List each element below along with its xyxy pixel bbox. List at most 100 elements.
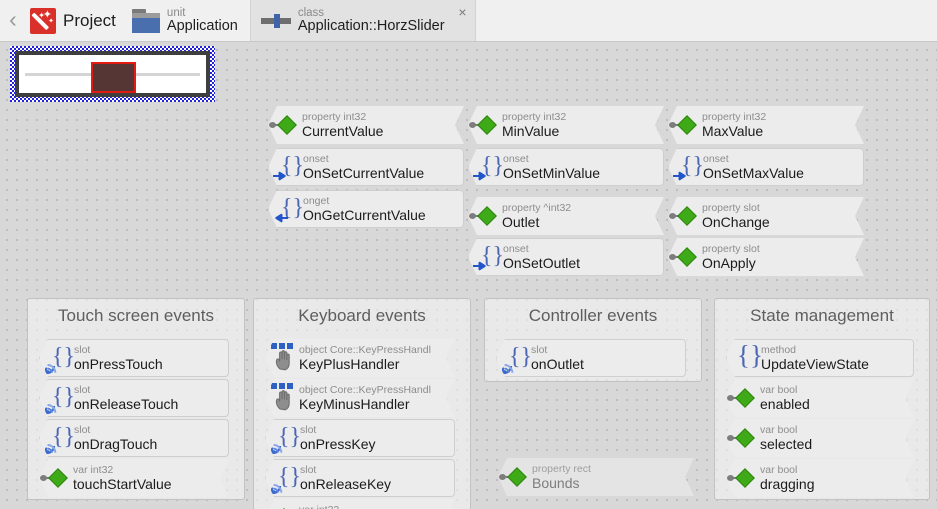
- braces-icon: {}: [281, 153, 305, 179]
- braces-icon: {}: [278, 424, 302, 450]
- node-kind: var int32: [299, 505, 385, 509]
- node-labels: var int32keyStartValue: [299, 505, 399, 509]
- braces-icon: {}: [52, 344, 76, 370]
- green-diamond-icon: [735, 468, 755, 488]
- node-kind: object Core::KeyPressHandl: [299, 345, 431, 356]
- magic-wand-icon: ✦✦✦: [30, 7, 56, 34]
- connector-plug-icon: [727, 475, 734, 481]
- node-icon: [468, 197, 502, 235]
- node-kind: slot: [300, 465, 317, 476]
- node-name: OnSetMaxValue: [703, 164, 804, 181]
- node-kind: slot: [74, 385, 91, 396]
- node-icon: [265, 379, 299, 417]
- node-icon: {}: [40, 340, 76, 376]
- node-kind: slot: [74, 425, 91, 436]
- node-kind: property rect: [532, 464, 591, 475]
- connector-plug-icon: [669, 213, 676, 219]
- chevron-left-icon[interactable]: ‹: [9, 5, 17, 32]
- connector-plug-icon: [727, 435, 734, 441]
- node-kind: slot: [531, 345, 548, 356]
- node-key-start-value[interactable]: var int32keyStartValue: [265, 499, 455, 509]
- node-kind: onset: [303, 154, 329, 165]
- node-icon: [268, 106, 302, 144]
- horz-slider-preview[interactable]: [15, 51, 210, 97]
- node-name: touchStartValue: [73, 475, 172, 492]
- onset-arrow-icon: [473, 171, 486, 181]
- onset-arrow-icon: [473, 261, 486, 271]
- node-kind: slot: [74, 345, 91, 356]
- breadcrumb-item-project[interactable]: ✦✦✦Project: [26, 0, 128, 41]
- group-title: Controller events: [528, 306, 658, 325]
- node-icon: {}: [727, 340, 763, 376]
- widget-preview[interactable]: [10, 46, 215, 102]
- node-name: OnChange: [702, 213, 770, 230]
- node-name: KeyPlusHandler: [299, 355, 400, 372]
- node-kind: property int32: [702, 112, 767, 123]
- group-title: Touch screen events: [58, 306, 214, 325]
- node-icon: {}: [669, 149, 704, 185]
- node-icon: {}: [269, 149, 305, 185]
- node-icon: {}: [469, 239, 504, 275]
- slot-signal-icon: [271, 484, 283, 494]
- braces-icon: {}: [481, 153, 505, 179]
- node-kind: object Core::KeyPressHandl: [299, 385, 431, 396]
- node-name: OnSetCurrentValue: [303, 164, 425, 181]
- braces-icon: {}: [281, 195, 305, 221]
- breadcrumb-name: Application: [166, 17, 238, 34]
- close-icon[interactable]: ×: [458, 4, 467, 20]
- node-kind: onget: [303, 196, 330, 207]
- slider-thumb[interactable]: [90, 62, 136, 93]
- node-icon: {}: [269, 191, 305, 227]
- green-diamond-icon: [735, 428, 755, 448]
- node-name: onPressKey: [300, 435, 376, 452]
- node-icon: [498, 458, 532, 496]
- slot-signal-icon: [271, 444, 283, 454]
- connector-plug-icon: [669, 254, 676, 260]
- node-name: dragging: [760, 475, 815, 492]
- node-icon: [668, 197, 702, 235]
